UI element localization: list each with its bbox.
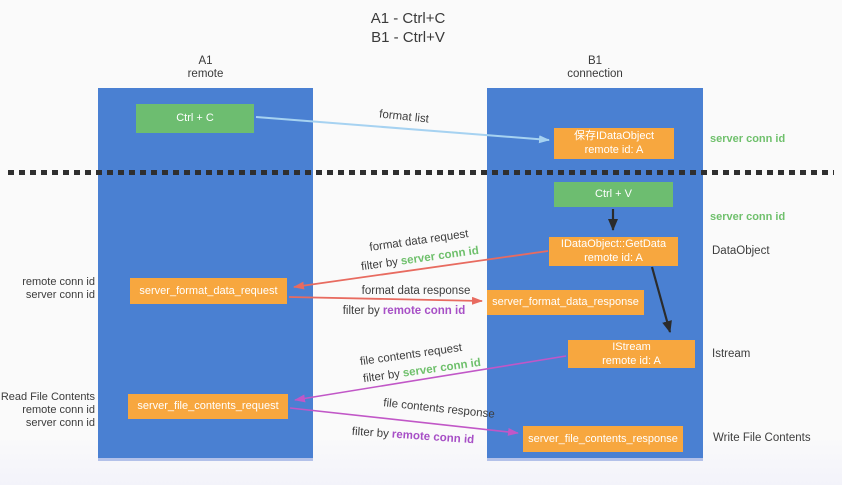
arrow-file-contents-request — [294, 355, 567, 403]
column-a1-id: A1 — [198, 55, 213, 67]
node-server-file-contents-response: server_file_contents_response — [523, 426, 683, 452]
node-save-idataobject-line1: 保存IDataObject — [573, 130, 655, 142]
flow-label-format-data-response: format data response — [361, 285, 471, 297]
node-istream-line1: IStream — [612, 341, 651, 353]
column-header-b1: B1 connection — [487, 55, 703, 81]
label-server-conn-id-top: server conn id — [710, 133, 786, 145]
diagram-title: A1 - Ctrl+C B1 - Ctrl+V — [0, 9, 816, 47]
label-server-conn-id-mid: server conn id — [710, 211, 786, 223]
label-server-conn-id-left-2: server conn id — [25, 417, 95, 429]
dashed-divider — [8, 170, 834, 175]
arrow-getdata-to-istream — [650, 266, 672, 333]
node-istream: IStream remote id: A — [568, 340, 695, 368]
node-getdata-line1: IDataObject::GetData — [560, 238, 667, 250]
arrow-format-data-response — [288, 296, 483, 305]
node-server-format-data-request: server_format_data_request — [130, 278, 287, 304]
column-header-a1: A1 remote — [98, 55, 313, 81]
node-server-format-data-response: server_format_data_response — [487, 290, 644, 315]
node-getdata-line2: remote id: A — [584, 252, 643, 264]
node-ctrl-c: Ctrl + C — [136, 104, 254, 133]
column-b1-id: B1 — [587, 55, 603, 67]
node-save-idataobject-line2: remote id: A — [584, 144, 644, 156]
filter-prefix-2: filter by — [342, 305, 380, 317]
filter-value-remote-1: remote conn id — [382, 305, 466, 317]
node-server-file-contents-request: server_file_contents_request — [128, 394, 288, 419]
label-istream: Istream — [712, 348, 751, 360]
label-remote-conn-id-2: remote conn id — [22, 404, 95, 416]
label-read-file-contents: Read File Contents — [0, 391, 95, 403]
label-block-file-conn-ids: Read File Contents remote conn id server… — [1, 391, 95, 430]
label-dataobject: DataObject — [712, 245, 770, 257]
label-remote-conn-id-1: remote conn id — [22, 276, 95, 288]
label-block-format-conn-ids: remote conn id server conn id — [22, 276, 95, 302]
arrow-format-data-request — [293, 250, 549, 290]
arrow-file-contents-response — [289, 407, 519, 436]
node-istream-line2: remote id: A — [602, 355, 661, 367]
title-line-2: B1 - Ctrl+V — [371, 29, 445, 46]
node-save-idataobject: 保存IDataObject remote id: A — [554, 128, 674, 159]
column-b1-name: connection — [567, 68, 623, 80]
filter-prefix-4: filter by — [351, 425, 390, 441]
label-server-conn-id-left-1: server conn id — [25, 289, 95, 301]
node-ctrl-v: Ctrl + V — [554, 182, 673, 207]
node-idataobject-getdata: IDataObject::GetData remote id: A — [549, 237, 678, 266]
column-a1-name: remote — [187, 68, 224, 80]
title-line-1: A1 - Ctrl+C — [370, 10, 446, 27]
label-write-file-contents: Write File Contents — [713, 432, 811, 444]
arrow-format-list — [255, 116, 550, 144]
